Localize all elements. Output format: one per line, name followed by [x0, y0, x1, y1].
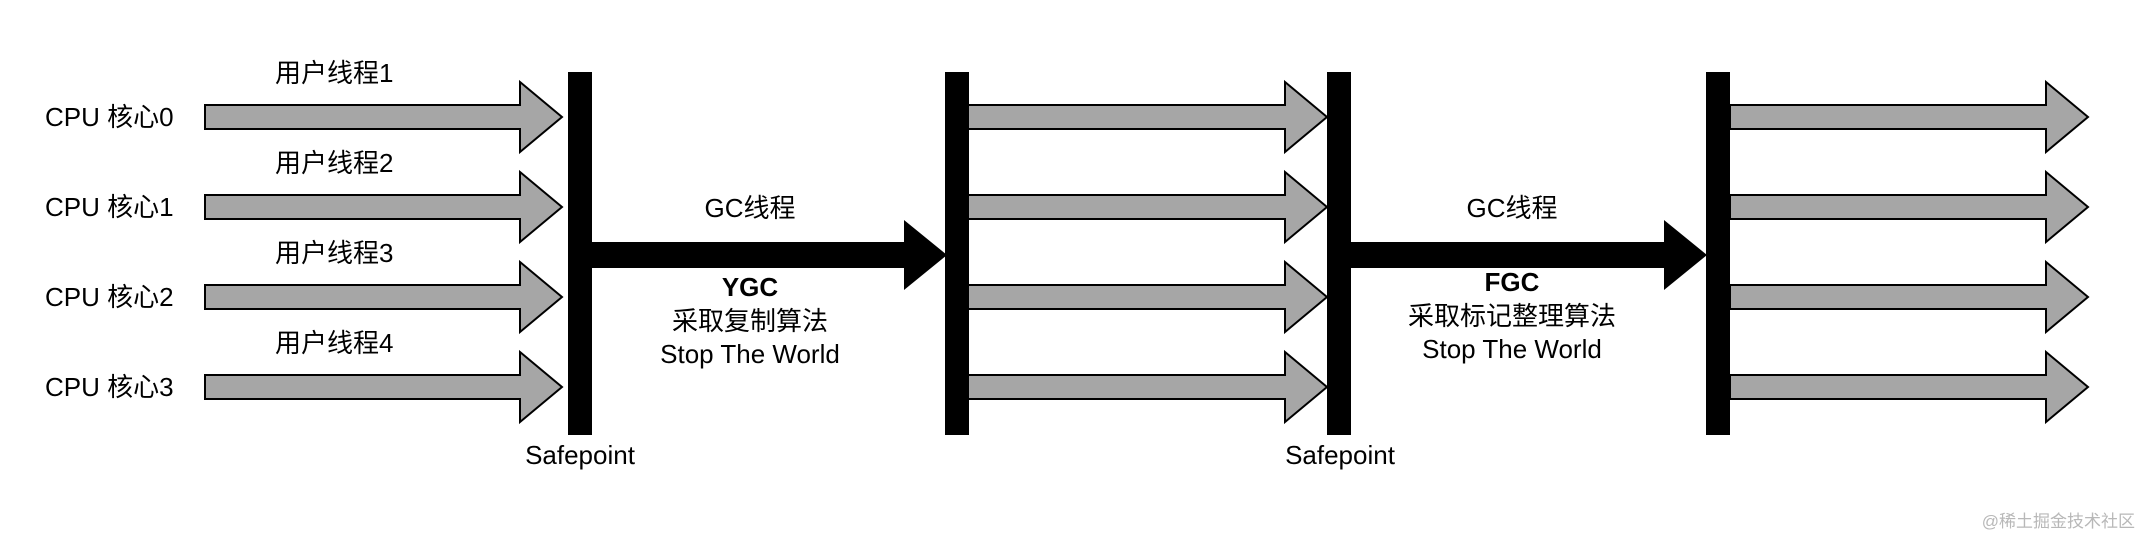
user-thread-label: 用户线程3 [275, 238, 393, 268]
cpu-core-label: CPU 核心1 [45, 192, 174, 222]
stw-note: Stop The World [660, 339, 840, 369]
gc-algorithm-label: 采取标记整理算法 [1408, 301, 1616, 331]
thread-arrows-segment-3 [1729, 79, 2090, 425]
thread-arrow [967, 79, 1329, 155]
safepoint-label: Safepoint [525, 440, 636, 470]
safepoint-bar-2 [1327, 72, 1351, 435]
thread-arrow [204, 349, 564, 425]
thread-arrow [1729, 169, 2090, 245]
thread-arrow [1729, 79, 2090, 155]
thread-arrows-segment-2 [967, 79, 1329, 425]
gc-thread-label: GC线程 [1466, 193, 1557, 223]
cpu-core-label: CPU 核心3 [45, 372, 174, 402]
gc-thread-arrow-fgc [1351, 220, 1707, 290]
user-thread-label: 用户线程2 [275, 148, 393, 178]
thread-arrow [204, 79, 564, 155]
watermark: @稀土掘金技术社区 [1982, 512, 2135, 531]
user-thread-label: 用户线程1 [275, 58, 393, 88]
gc-type-label: FGC [1485, 267, 1540, 297]
gc-thread-label: GC线程 [704, 193, 795, 223]
safepoint-label: Safepoint [1285, 440, 1396, 470]
gc-type-label: YGC [722, 272, 779, 302]
cpu-core-label: CPU 核心2 [45, 282, 174, 312]
resume-bar-1 [945, 72, 969, 435]
stw-note: Stop The World [1422, 334, 1602, 364]
thread-arrow [204, 259, 564, 335]
thread-arrow [1729, 259, 2090, 335]
thread-arrow [967, 259, 1329, 335]
gc-thread-arrow-ygc [592, 220, 947, 290]
thread-arrows-segment-1 [204, 79, 564, 425]
thread-arrow [1729, 349, 2090, 425]
thread-arrow [204, 169, 564, 245]
thread-arrow [967, 169, 1329, 245]
cpu-core-label: CPU 核心0 [45, 102, 174, 132]
safepoint-bar-1 [568, 72, 592, 435]
thread-arrow [967, 349, 1329, 425]
gc-algorithm-label: 采取复制算法 [672, 306, 828, 336]
user-thread-label: 用户线程4 [275, 328, 393, 358]
resume-bar-2 [1706, 72, 1730, 435]
